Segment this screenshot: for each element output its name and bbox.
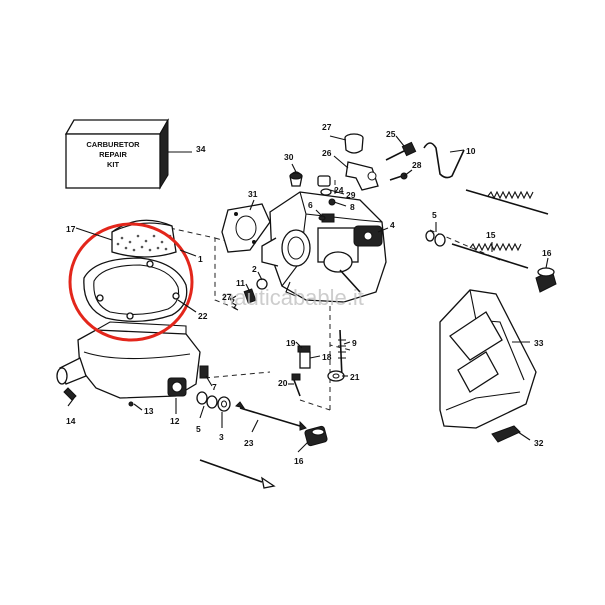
callout-28: 28 xyxy=(412,160,422,170)
callout-32: 32 xyxy=(534,438,544,448)
callout-21: 21 xyxy=(350,372,360,382)
callout-30: 30 xyxy=(284,152,294,162)
callout-31: 31 xyxy=(248,189,258,199)
callout-11: 11 xyxy=(236,278,245,288)
callout-13: 13 xyxy=(144,406,154,416)
callout-15: 15 xyxy=(486,230,496,240)
callout-12: 12 xyxy=(170,416,180,426)
callout-17: 17 xyxy=(66,224,76,234)
callout-1: 1 xyxy=(198,254,203,264)
callout-16-lower: 16 xyxy=(294,456,304,466)
callout-5-right: 5 xyxy=(432,210,437,220)
callout-16-right: 16 xyxy=(542,248,552,258)
callout-23: 23 xyxy=(244,438,254,448)
carburetor-main-body xyxy=(221,191,387,303)
callout-19: 19 xyxy=(286,338,296,348)
repair-kit-box: CARBURETOR REPAIR KIT xyxy=(64,118,192,190)
callout-29: 29 xyxy=(346,190,356,200)
kit-label-line3: KIT xyxy=(107,160,120,169)
kit-label-line1: CARBURETOR xyxy=(86,140,140,149)
callout-14: 14 xyxy=(66,416,76,426)
watermark-text: nauticabable.it xyxy=(222,285,364,310)
callout-24: 24 xyxy=(334,185,344,195)
kit-label-line2: REPAIR xyxy=(99,150,127,159)
callout-33: 33 xyxy=(534,338,544,348)
callout-7: 7 xyxy=(212,382,217,392)
callout-3: 3 xyxy=(219,432,224,442)
callout-18: 18 xyxy=(322,352,332,362)
callout-10: 10 xyxy=(466,146,476,156)
callout-4: 4 xyxy=(390,220,395,230)
callout-27-small: 27 xyxy=(222,292,232,302)
callout-9: 9 xyxy=(352,338,357,348)
callout-numbers: 34 17 1 22 14 13 12 5 3 7 23 16 11 2 27 … xyxy=(66,122,552,466)
callout-6: 6 xyxy=(308,200,313,210)
callout-34: 34 xyxy=(196,144,206,154)
callout-27-top: 27 xyxy=(322,122,332,132)
callout-22: 22 xyxy=(198,311,208,321)
callout-leader-lines xyxy=(67,135,549,453)
throttle-linkage-parts xyxy=(289,133,465,221)
gasket-highlight-circle xyxy=(68,222,194,342)
callout-8: 8 xyxy=(350,202,355,212)
callout-26: 26 xyxy=(322,148,332,158)
callout-25: 25 xyxy=(386,129,396,139)
callout-5-lower: 5 xyxy=(196,424,201,434)
adjustment-screws-and-brackets xyxy=(425,189,557,443)
callout-20: 20 xyxy=(278,378,288,388)
callout-2: 2 xyxy=(252,264,257,274)
jets-and-fittings xyxy=(199,329,346,397)
